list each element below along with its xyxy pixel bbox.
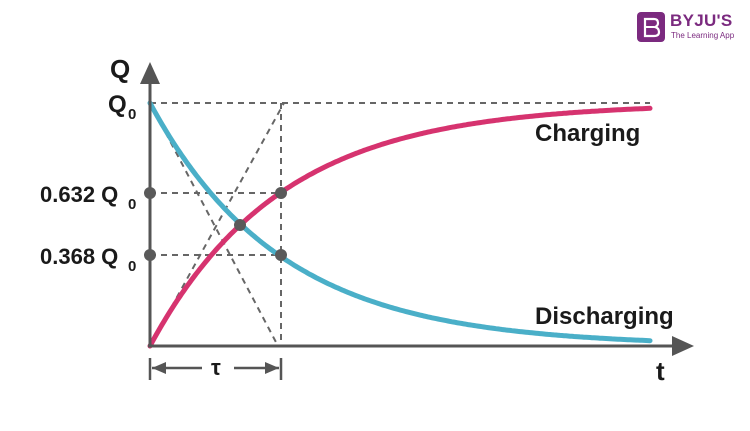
logo-tagline: The Learning App [671,31,735,40]
discharging-label: Discharging [535,303,674,330]
x-axis-arrow [672,336,694,356]
charging-label: Charging [535,120,640,147]
tau-label: τ [211,355,221,380]
tau-right-arrowhead [265,362,279,374]
marker-y-368 [144,249,156,261]
marker-discharge-tau [275,249,287,261]
q0-axis-label: Q [108,91,127,118]
y-axis-label: Q [110,54,130,84]
level-632-label: 0.632 Q [40,182,118,207]
logo-name: BYJU'S [670,11,733,30]
q0-axis-label-sub: 0 [128,106,136,123]
level-368-label: 0.368 Q [40,244,118,269]
markers [144,187,287,261]
marker-intersection [234,219,246,231]
tau-left-arrowhead [152,362,166,374]
x-axis-label: t [656,356,665,386]
marker-y-632 [144,187,156,199]
marker-charge-tau [275,187,287,199]
level-368-label-sub: 0 [128,258,136,275]
byjus-logo-icon [637,12,665,42]
y-axis-arrow [140,62,160,84]
charging-curve [147,105,653,349]
discharging-curve [147,100,653,344]
level-632-label-sub: 0 [128,196,136,213]
